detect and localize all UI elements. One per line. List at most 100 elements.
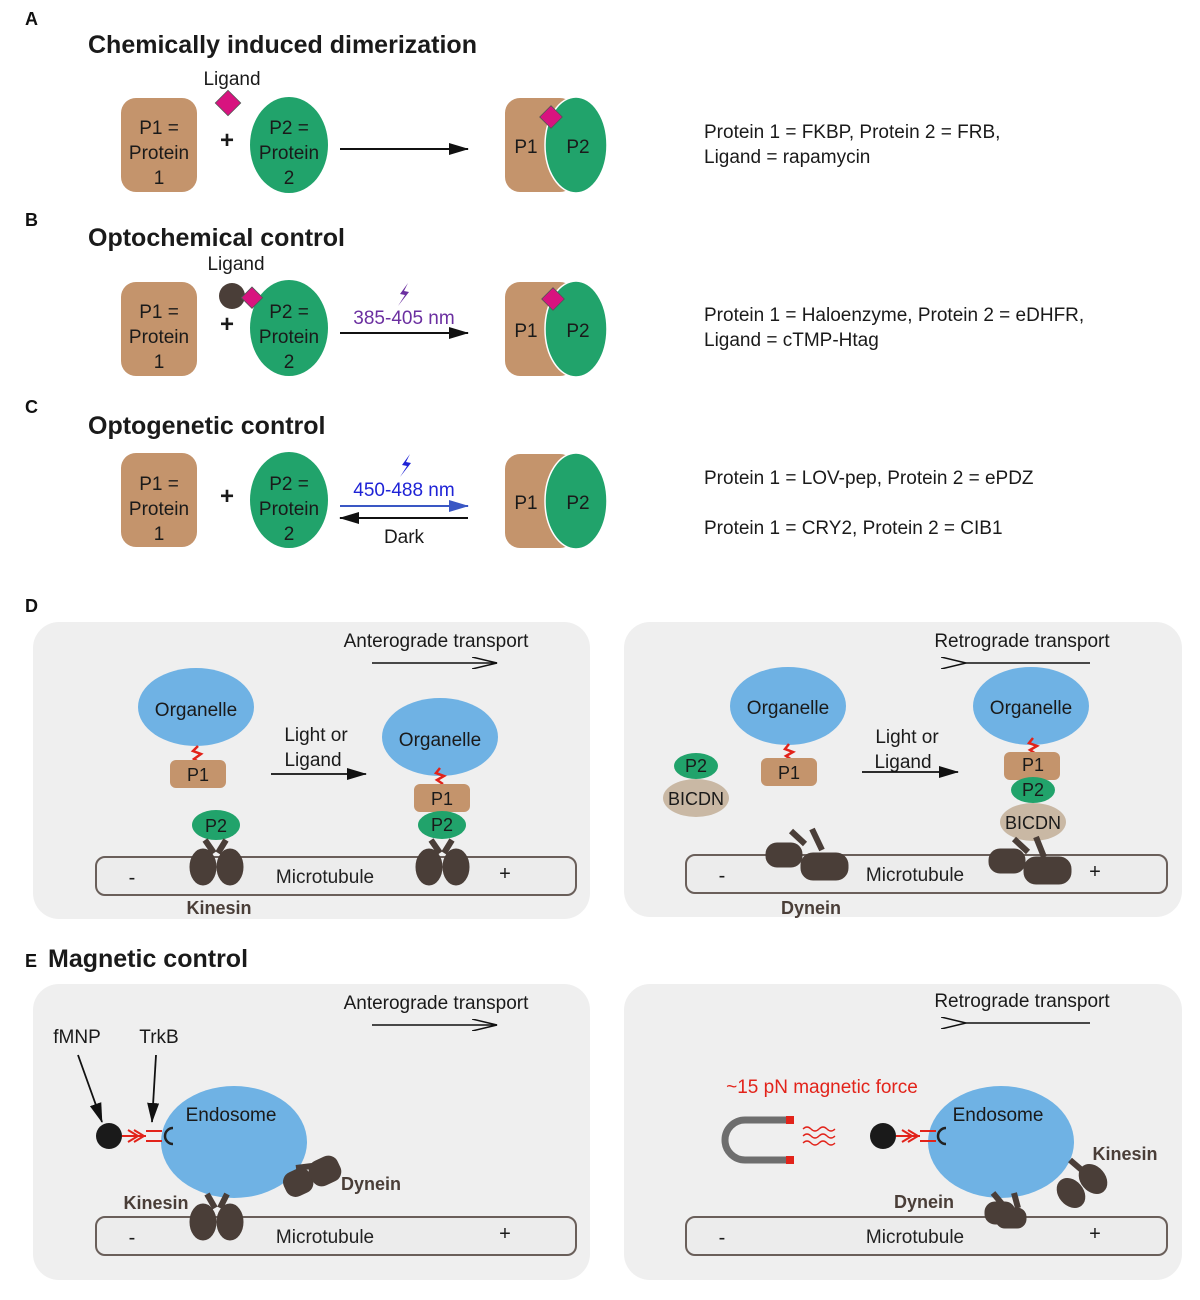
p1b-label-d-right: P1 [1022,755,1044,775]
p2-line2-b: Protein [259,327,319,348]
organelle-label-d-right: Organelle [747,698,829,719]
plus-end-d-right: + [1089,861,1101,883]
product-p2-label-b: P2 [566,321,589,342]
protein1-box-c [121,453,197,547]
desc-line1-a: Protein 1 = FKBP, Protein 2 = FRB, [704,122,1000,143]
organelle-label-d-left: Organelle [155,700,237,721]
dynein-label-e-left: Dynein [341,1174,401,1194]
organelle2-d-right [973,667,1089,745]
magnet-icon [721,1116,794,1164]
organelle2-label-d-right: Organelle [990,698,1072,719]
fmnp-pointer-e [77,1054,103,1123]
minus-end-d-right: - [719,865,726,887]
p1-line3-b: 1 [154,352,165,373]
kinesin-motor-e-right [1056,1157,1108,1208]
ligand-diamond-a [214,89,242,117]
retrograde-label-e: Retrograde transport [934,991,1110,1012]
organelle2-label-d-left: Organelle [399,730,481,751]
kinesin-label-e-left: Kinesin [123,1193,188,1213]
fmnp-particle-e-left [96,1123,122,1149]
minus-end-e-left: - [129,1227,136,1249]
p1-line3-a: 1 [154,168,165,189]
bound-ligand-a [539,105,563,129]
panel-c: C Optogenetic control P1 = Protein 1 + P… [25,397,1034,550]
plus-end-e-right: + [1089,1223,1101,1245]
p1-label-d-right: P1 [778,763,800,783]
panel-d: D Anterograde transport Organelle P1 P2 … [25,596,1182,919]
panel-title-c: Optogenetic control [88,412,326,440]
panel-e-left-bg [33,984,590,1280]
trigger-line1-d-left: Light or [284,725,348,746]
dark-label-c: Dark [384,527,425,548]
minus-end-d-left: - [129,867,136,889]
protein2-ellipse-b [250,280,328,376]
plus-end-e-left: + [499,1223,511,1245]
p1-line1-b: P1 = [139,302,179,323]
desc-line2-c: Protein 1 = CRY2, Protein 2 = CIB1 [704,518,1003,539]
trigger-line2-d-left: Ligand [284,750,341,771]
endosome-e-left [161,1086,307,1198]
ligand-label-a: Ligand [203,69,260,90]
kinesin-motor-e-left [189,1192,244,1241]
p2-line3-c: 2 [284,524,295,545]
panel-title-b: Optochemical control [88,224,345,252]
dynein-motor2-d-right [988,835,1072,885]
bound-ligand-b [541,287,565,311]
fmnp-label-e: fMNP [53,1027,101,1048]
ligand-diamond-b-top [240,286,264,309]
protein1-box-b [121,282,197,376]
kinesin-label-e-right: Kinesin [1092,1144,1157,1164]
product-p1-label-c: P1 [514,493,537,514]
wavelength-b: 385-405 nm [353,308,454,329]
p2-ellipse-d-left [192,810,240,840]
trkb-receptor-e-right [896,1129,936,1143]
protein2-ellipse-c [250,452,328,548]
product-p2-b [544,280,608,378]
product-p2-label-a: P2 [566,137,589,158]
desc-line1-c: Protein 1 = LOV-pep, Protein 2 = ePDZ [704,468,1034,489]
p2-line1-a: P2 = [269,118,309,139]
dynein-label-e-right: Dynein [894,1192,954,1212]
microtubule-label-d-right: Microtubule [866,865,964,886]
retrograde-label-d: Retrograde transport [934,631,1110,652]
magnetic-wave-icon [802,1126,836,1146]
wavelength-c: 450-488 nm [353,480,454,501]
receptor-loop-e-right [936,1126,947,1146]
plus-sign-b: + [220,311,234,338]
trigger-line1-d-right: Light or [875,727,939,748]
dynein-motor-d-right [765,827,849,881]
panel-letter-e: E [25,951,37,971]
receptor-loop-e-left [163,1126,174,1146]
p2b-ellipse-d-left [418,811,466,839]
p1-box-d-left [170,760,226,788]
panel-letter-d: D [25,596,38,616]
dynein-motor-e-left [283,1155,342,1197]
lightning-icon-c [400,454,411,477]
bicdn-label-d-right: BICDN [668,789,724,809]
plus-sign-a: + [220,127,234,154]
p2-ellipse-d-right [674,753,718,779]
product-p2-label-c: P2 [566,493,589,514]
panel-letter-c: C [25,397,38,417]
dynein-motor-e-right [984,1191,1027,1229]
panel-b: B Optochemical control Ligand P1 = Prote… [25,210,1084,378]
p2b-label-d-right: P2 [1022,780,1044,800]
p2-line2-c: Protein [259,499,319,520]
p2-label-d-right: P2 [685,756,707,776]
microtubule-label-d-left: Microtubule [276,867,374,888]
panel-title-a: Chemically induced dimerization [88,31,477,59]
panel-letter-a: A [25,9,38,29]
product-p1-label-b: P1 [514,321,537,342]
bicdn2-label-d-right: BICDN [1005,813,1061,833]
p1-line2-b: Protein [129,327,189,348]
ligand-label-b: Ligand [207,254,264,275]
p2-line1-c: P2 = [269,474,309,495]
protein1-box-a [121,98,197,192]
linker2-d-left [433,767,447,786]
trkb-label-e: TrkB [139,1027,178,1048]
dynein-label-d: Dynein [781,898,841,918]
product-p1-label-a: P1 [514,137,537,158]
organelle-d-right [730,667,846,745]
protein2-ellipse-a [250,97,328,193]
